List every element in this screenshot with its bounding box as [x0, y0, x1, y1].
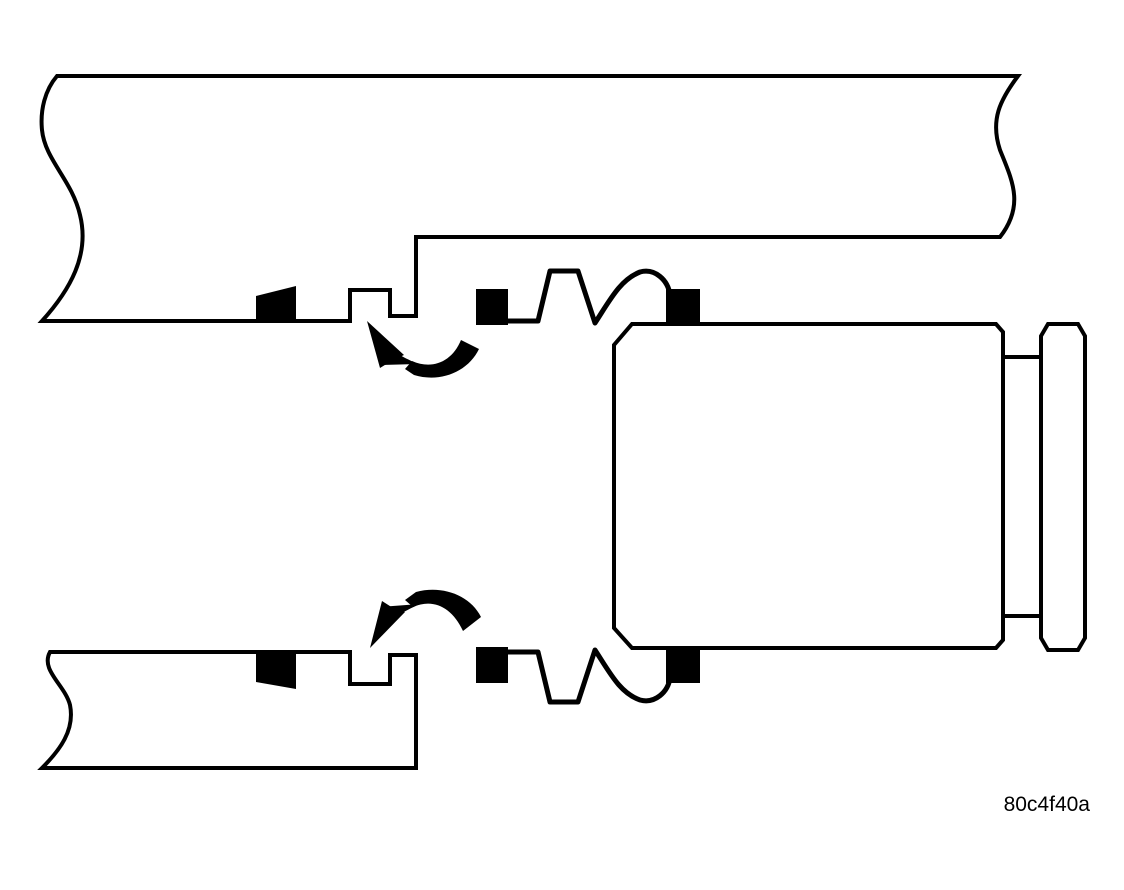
figure-id-label: 80c4f40a: [1003, 793, 1090, 816]
rotation-arrow-icon-bottom: [370, 589, 481, 648]
boot-end-block-upper-left: [476, 289, 508, 325]
seal-lip-lower: [256, 652, 296, 689]
bellows-boot-lower: [506, 647, 673, 705]
shaft-body: [612, 322, 1005, 650]
shaft-end-cap: [1039, 322, 1087, 652]
upper-housing: [37, 74, 1022, 323]
seal-lip-upper: [256, 286, 296, 322]
rotation-arrow-icon-top: [367, 321, 479, 378]
boot-end-block-lower-right: [666, 647, 700, 683]
lower-housing: [37, 650, 418, 770]
boot-end-block-lower-left: [476, 647, 508, 683]
boot-end-block-upper-right: [666, 289, 700, 325]
shaft-neck: [1001, 355, 1045, 618]
bellows-boot-upper: [506, 268, 673, 326]
